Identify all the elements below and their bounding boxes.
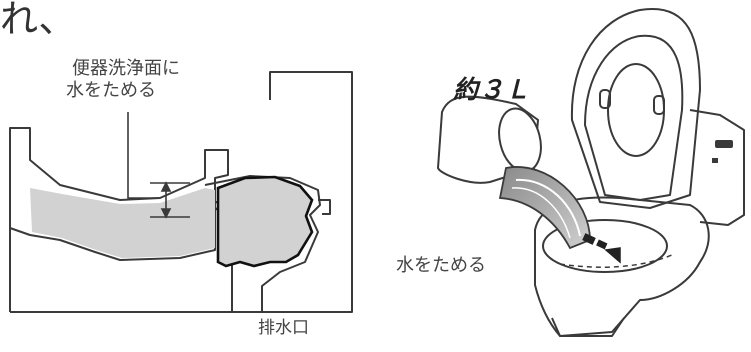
annotation-leader — [127, 112, 160, 199]
flow-arrow — [582, 233, 621, 264]
level-dimension-arrow — [150, 181, 190, 219]
water-amount-label: 約３Ｌ — [453, 75, 532, 104]
water-label: 水をためる — [396, 255, 486, 276]
bowl-water-dashed — [559, 254, 673, 268]
seat-opening — [607, 63, 665, 157]
drain-label: 排水口 — [258, 318, 309, 338]
tank-back — [689, 109, 745, 226]
control-panel-icon — [712, 140, 733, 163]
toilet-lid — [570, 7, 701, 209]
drain-pipe — [231, 262, 263, 312]
bowl-base — [551, 317, 625, 337]
stream-line-2 — [511, 187, 571, 239]
bowl-outline — [9, 127, 229, 312]
stream-line — [515, 178, 581, 237]
trap-water — [216, 175, 314, 268]
toilet-seat — [584, 34, 684, 201]
seat-bumpers — [599, 89, 665, 115]
water-container — [436, 95, 542, 184]
toilet-body — [534, 7, 745, 337]
annotation-line-1: 便器洗浄面に — [72, 58, 180, 79]
bowl-water — [30, 188, 215, 258]
tank-outline — [10, 71, 353, 313]
annotation-line-2: 水をためる — [66, 80, 156, 101]
bowl-rim — [542, 219, 668, 273]
water-stream — [498, 166, 591, 250]
fitting-right — [318, 199, 331, 215]
corner-text-fragment: れ、 — [0, 0, 77, 41]
